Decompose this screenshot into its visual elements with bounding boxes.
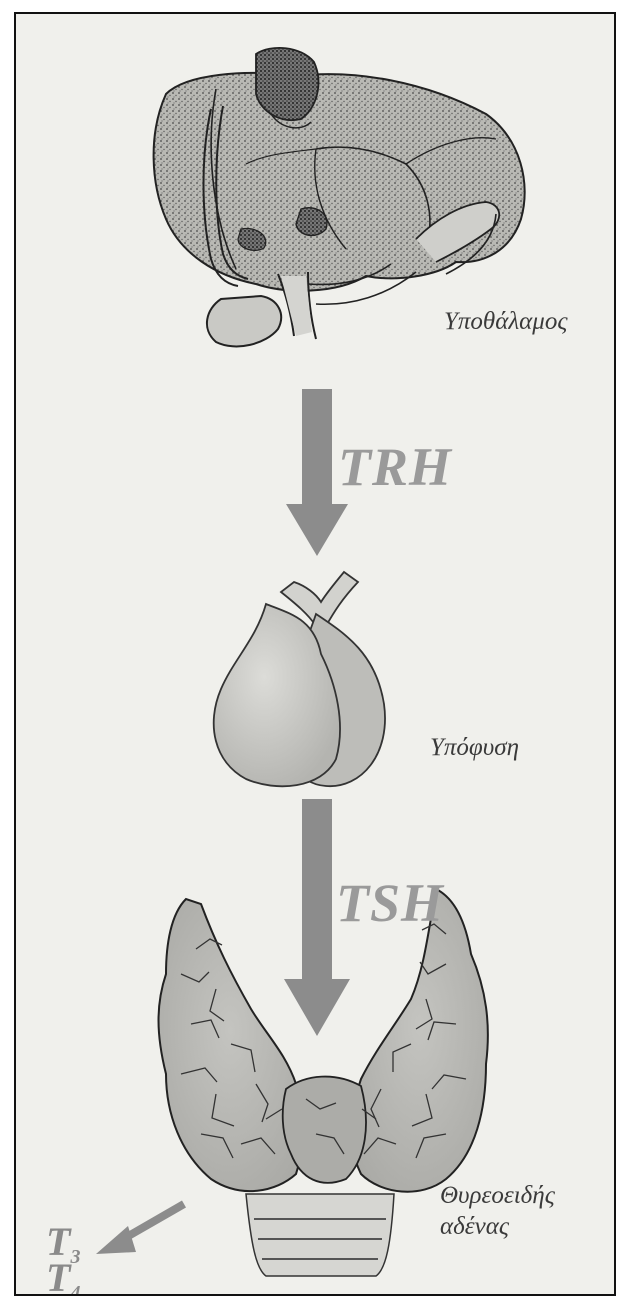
t4-letter: T <box>46 1255 70 1296</box>
label-thyroid-gland: Θυρεοειδής αδένας <box>440 1180 555 1243</box>
t4-subscript: 4 <box>70 1282 80 1296</box>
diagram-frame: Υποθάλαμος TRH Υπόφυση TSH Θυρεοειδής αδ… <box>14 12 616 1296</box>
arrow-t3-t4 <box>96 1204 184 1254</box>
label-thyroid-line1: Θυρεοειδής <box>440 1180 555 1211</box>
label-tsh: TSH <box>336 872 444 934</box>
label-hypothalamus: Υποθάλαμος <box>444 306 567 337</box>
label-trh: TRH <box>338 436 452 498</box>
label-pituitary: Υπόφυση <box>430 732 519 763</box>
hypothalamus-illustration <box>154 48 525 347</box>
label-t4: T4 <box>46 1254 80 1296</box>
label-thyroid-line2: αδένας <box>440 1211 555 1242</box>
pituitary-illustration <box>214 572 385 786</box>
diagram-canvas <box>16 14 614 1294</box>
